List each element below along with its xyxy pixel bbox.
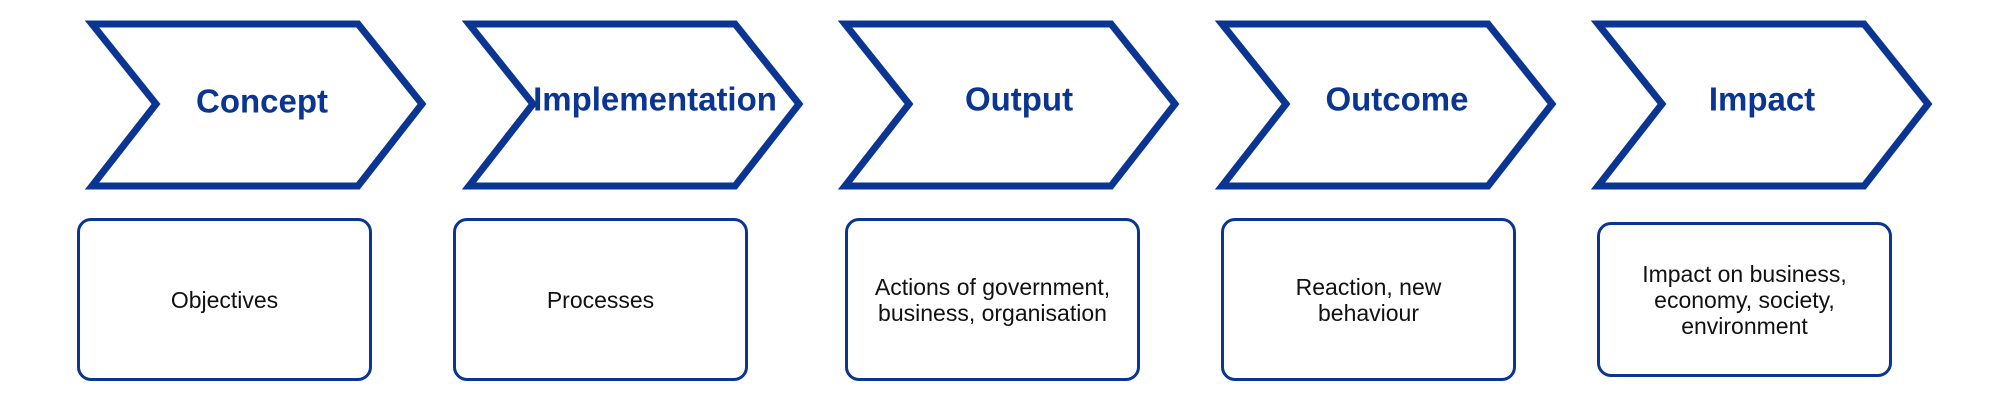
stage-title: Impact <box>1709 81 1815 118</box>
stage-description-impact: Impact on business, economy, society, en… <box>1597 222 1892 377</box>
description-text: Objectives <box>170 286 279 313</box>
stage-description-concept: Objectives <box>77 218 372 381</box>
stage-chevron-concept: Concept <box>84 20 427 190</box>
description-text: Impact on business, economy, society, en… <box>1642 260 1847 339</box>
stage-title: Output <box>965 81 1073 118</box>
description-text: Processes <box>546 286 655 313</box>
stage-title: Implementation <box>533 81 777 118</box>
stage-description-outcome: Reaction, new behaviour <box>1221 218 1516 381</box>
stage-chevron-implementation: Implementation <box>461 20 804 190</box>
stage-title: Outcome <box>1325 81 1468 118</box>
stage-chevron-output: Output <box>837 20 1180 190</box>
stage-description-implementation: Processes <box>453 218 748 381</box>
stage-title: Concept <box>196 83 328 120</box>
stage-chevron-impact: Impact <box>1590 20 1933 190</box>
stage-chevron-outcome: Outcome <box>1214 20 1557 190</box>
stage-description-output: Actions of government, business, organis… <box>845 218 1140 381</box>
description-text: Reaction, new behaviour <box>1295 273 1442 326</box>
description-text: Actions of government, business, organis… <box>874 273 1111 326</box>
